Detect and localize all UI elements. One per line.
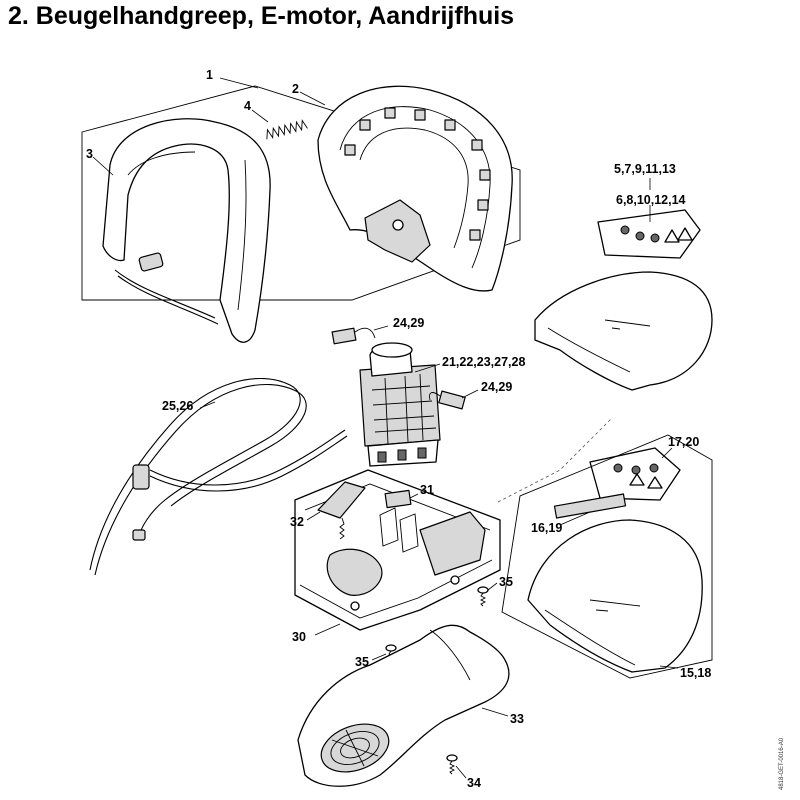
label-35-lower: 35 (355, 655, 369, 669)
leader-lines (92, 77, 679, 779)
switch-part-32 (317, 481, 366, 540)
power-cable (89, 377, 348, 576)
insulator-part-31 (384, 489, 412, 509)
electric-motor (359, 342, 441, 467)
label-17-20: 17,20 (668, 435, 699, 449)
carbon-brush-upper (331, 327, 376, 345)
label-25-26: 25,26 (162, 399, 193, 413)
label-33: 33 (510, 712, 524, 726)
loop-handle-part-3 (102, 118, 271, 343)
label-35-upper: 35 (499, 575, 513, 589)
drawing-code: 4818-GET-0016-A0 (779, 737, 785, 790)
lower-cover-frame (501, 434, 713, 679)
label-3: 3 (86, 147, 93, 161)
handle-housing-part-2 (317, 85, 513, 292)
label-4: 4 (244, 99, 251, 113)
label-1: 1 (206, 68, 213, 82)
screw-34 (446, 754, 458, 775)
screw-35-upper (477, 586, 489, 607)
page-title: 2. Beugelhandgreep, E-motor, Aandrijfhui… (8, 2, 515, 30)
warning-decal-upper (597, 209, 701, 259)
lower-cover-plate (527, 493, 703, 673)
label-15-18: 15,18 (680, 666, 711, 680)
label-30: 30 (292, 630, 306, 644)
handle-group-frame (81, 85, 521, 301)
label-5-7-9-11-13: 5,7,9,11,13 (614, 162, 676, 176)
label-16-19: 16,19 (531, 521, 562, 535)
label-34: 34 (467, 776, 481, 790)
label-24-29-lower: 24,29 (481, 380, 512, 394)
part-labels: 1 2 4 3 5,7,9,11,13 6,8,10,12,14 24,29 2… (86, 68, 711, 790)
spring-part-4 (266, 119, 308, 140)
label-32: 32 (290, 515, 304, 529)
label-31: 31 (420, 483, 434, 497)
label-6-8-10-12-14: 6,8,10,12,14 (616, 193, 686, 207)
upper-cover-plate (534, 271, 713, 391)
bottom-cover-part-33 (297, 624, 510, 787)
carbon-brush-lower (429, 390, 466, 410)
warning-decal-lower (589, 447, 681, 501)
label-24-29-upper: 24,29 (393, 316, 424, 330)
label-2: 2 (292, 82, 299, 96)
assembly-link-line (497, 417, 613, 503)
label-21-22-23-27-28: 21,22,23,27,28 (442, 355, 525, 369)
